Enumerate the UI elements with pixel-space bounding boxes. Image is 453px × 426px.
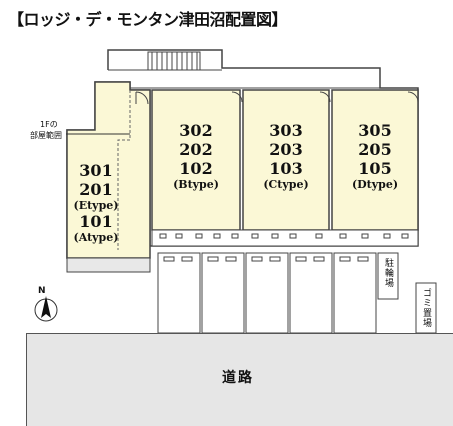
- garbage-area-label: ゴミ置場: [421, 288, 431, 328]
- unit-room: [151, 89, 241, 231]
- unit-number: 105: [358, 158, 392, 178]
- first-floor-note: 1Fの 部屋範囲: [30, 120, 62, 142]
- unit-type: (Atype): [73, 230, 119, 244]
- bicycle-parking-area: [377, 252, 399, 300]
- unit-number: 201: [79, 179, 113, 199]
- wheel-stops: [163, 256, 369, 262]
- first-floor-range: [117, 90, 131, 250]
- unit-type: (Ctype): [263, 177, 309, 191]
- unit-label-a-e: 301 201 (Etype) 101 (Atype): [68, 161, 124, 245]
- unit-number: 103: [269, 158, 303, 178]
- unit-number: 302: [179, 121, 213, 140]
- unit-label-b: 302 202 102 (Btype): [160, 121, 232, 192]
- note-line: 1Fの: [40, 120, 58, 129]
- unit-room: [242, 89, 330, 231]
- north-label: N: [38, 286, 46, 296]
- unit-number: 305: [358, 121, 392, 140]
- unit-number: 102: [179, 158, 213, 178]
- unit-number: 303: [269, 121, 303, 140]
- balcony: [66, 257, 151, 273]
- unit-number: 203: [269, 139, 303, 159]
- unit-label-d: 305 205 105 (Dtype): [339, 121, 411, 192]
- unit-number: 205: [358, 139, 392, 159]
- parking-spaces: [157, 252, 377, 334]
- unit-type: (Btype): [173, 177, 219, 191]
- balcony-rail: [159, 233, 409, 239]
- unit-label-c: 303 203 103 (Ctype): [250, 121, 322, 192]
- bicycle-parking-label: 駐輪場: [383, 258, 393, 288]
- road-area: [26, 333, 453, 426]
- road-label: 道路: [222, 370, 254, 386]
- unit-number: 202: [179, 139, 213, 159]
- unit-number: 101: [79, 211, 113, 231]
- balcony: [151, 229, 419, 247]
- note-line: 部屋範囲: [30, 130, 62, 140]
- unit-type: (Dtype): [351, 177, 399, 191]
- page-title: 【ロッジ・デ・モンタン津田沼配置図】: [8, 10, 288, 29]
- staircase: [147, 51, 201, 71]
- north-arrow-icon: [34, 296, 58, 322]
- unit-type: (Etype): [73, 198, 119, 212]
- unit-room: [331, 89, 419, 231]
- unit-number: 301: [79, 161, 113, 180]
